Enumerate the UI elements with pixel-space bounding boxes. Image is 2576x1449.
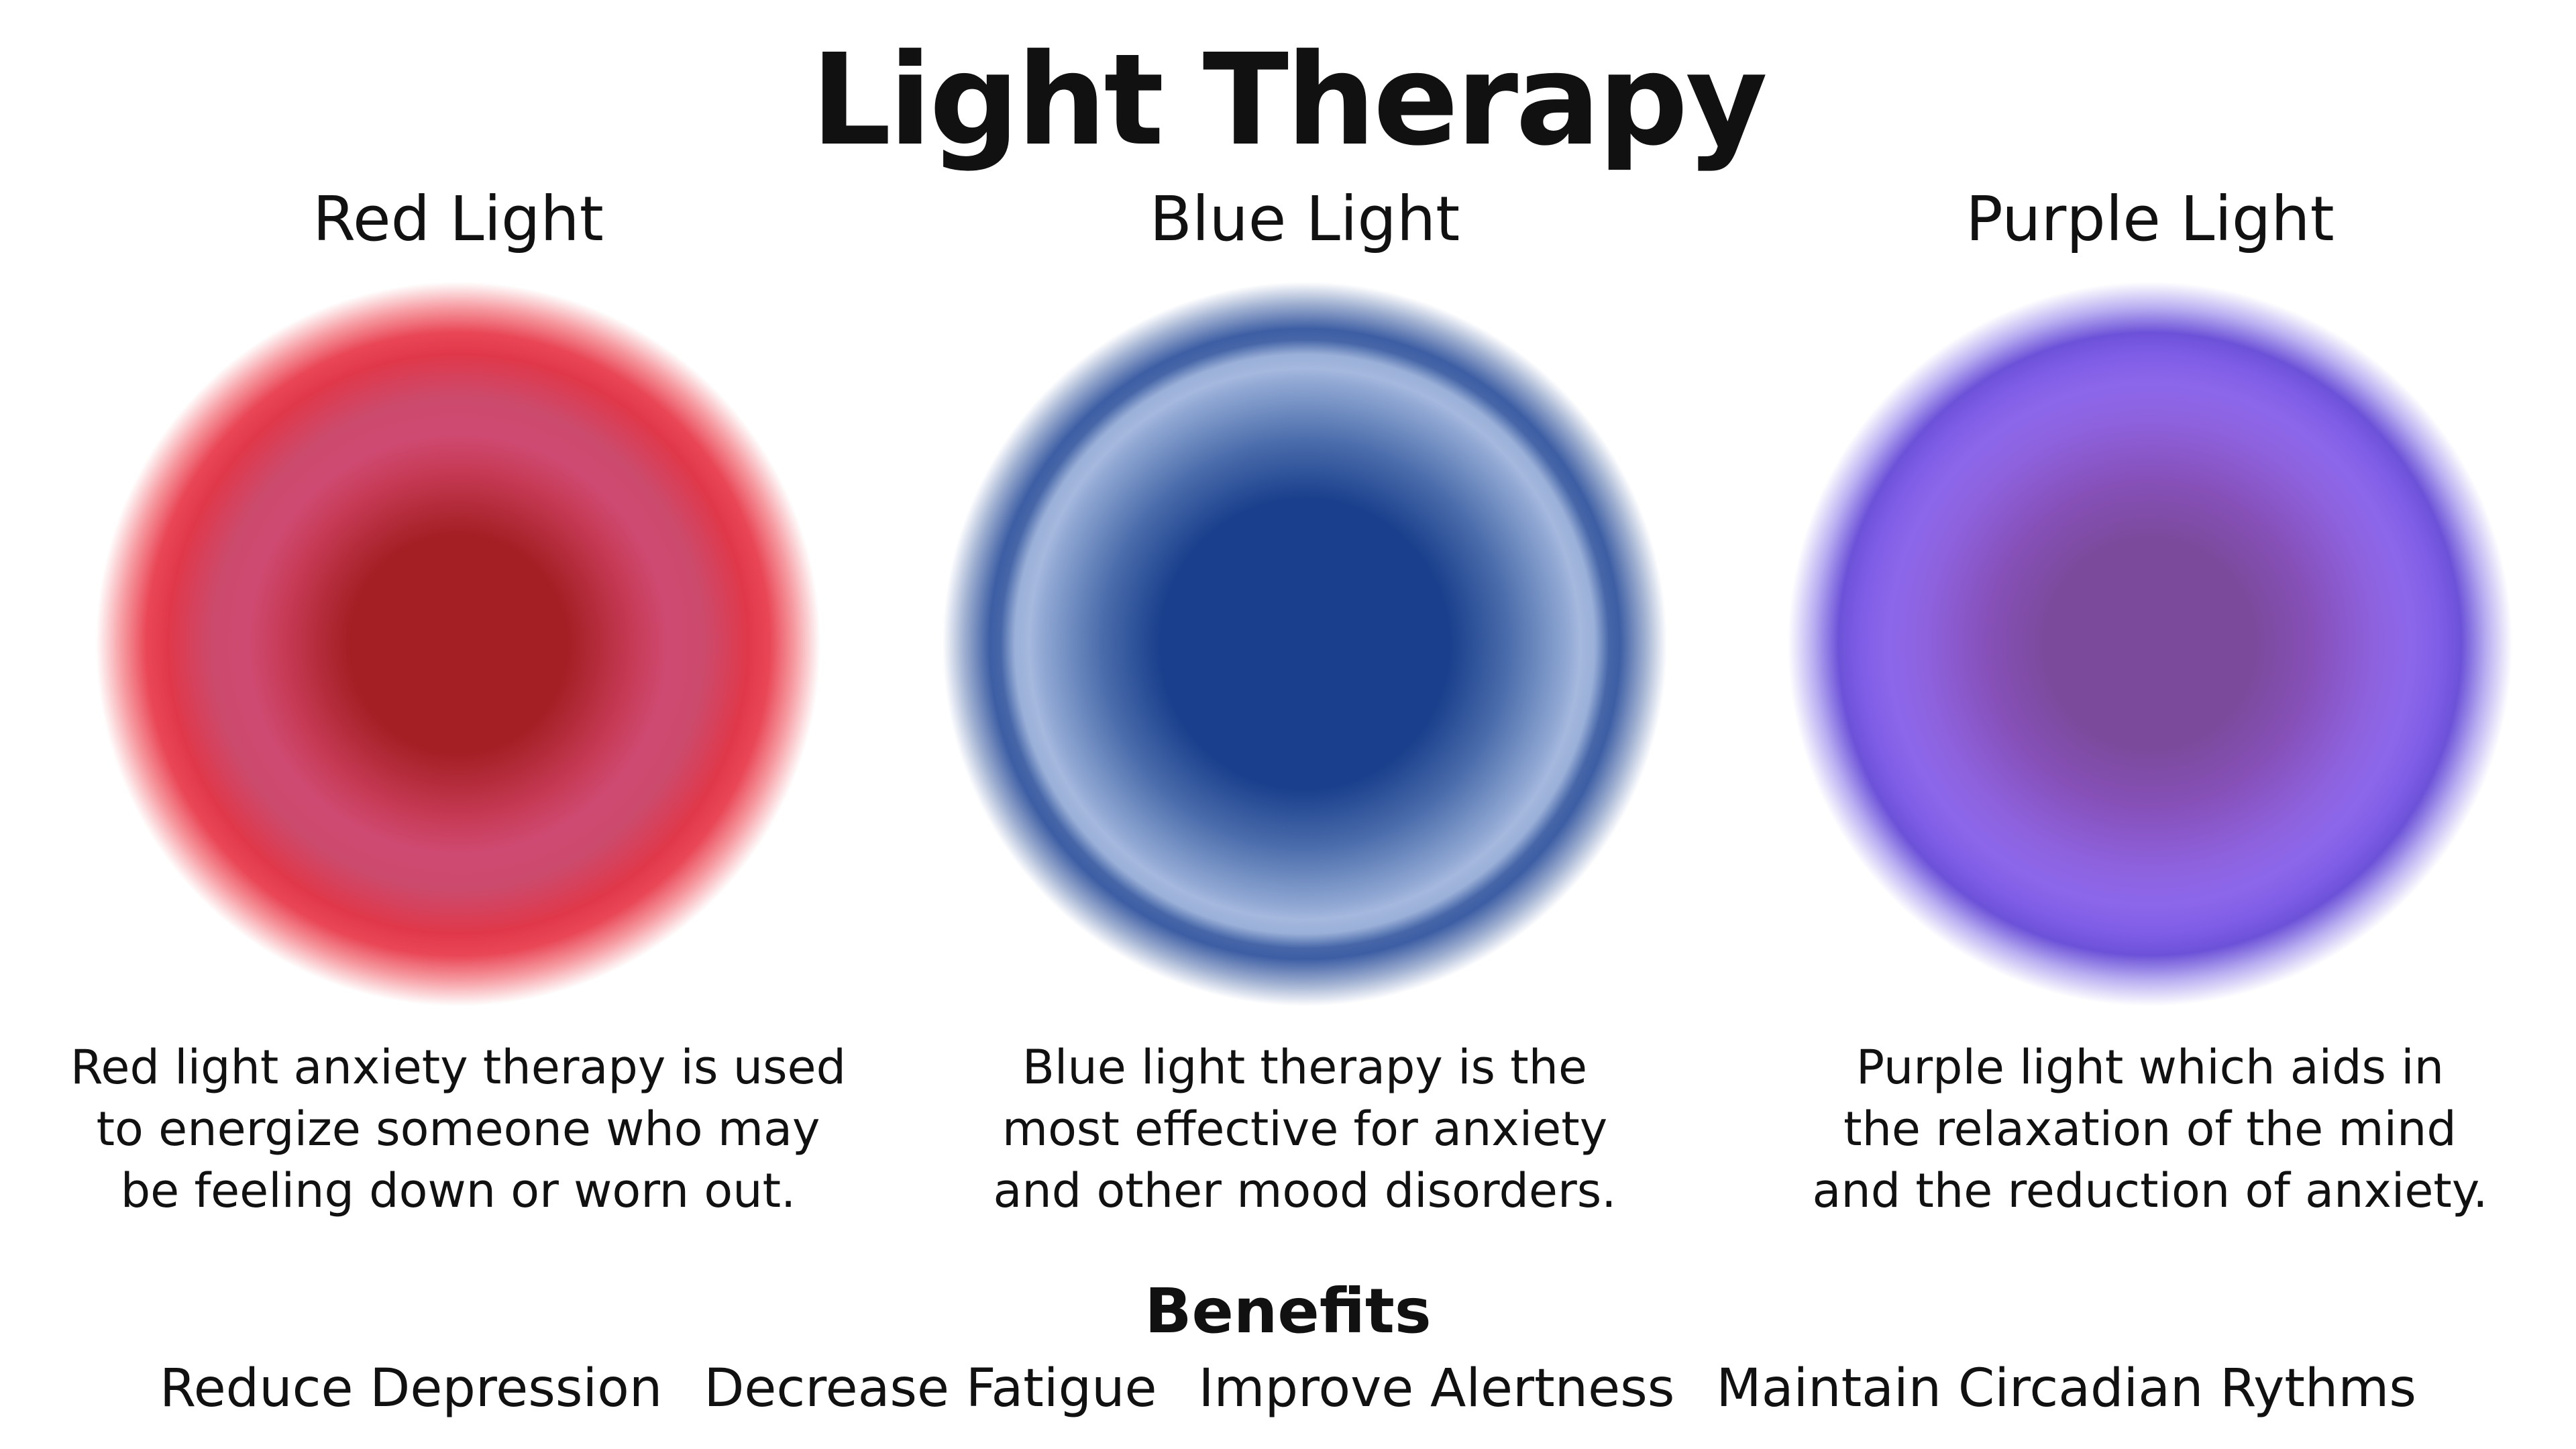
- description-line: the relaxation of the mind: [1843, 1102, 2457, 1157]
- red-light-description: Red light anxiety therapy is used to ene…: [56, 1036, 861, 1222]
- description-line: Red light anxiety therapy is used: [70, 1040, 847, 1095]
- description-line: Blue light therapy is the: [1022, 1040, 1588, 1095]
- page-title: Light Therapy: [810, 27, 1768, 174]
- description-line: Purple light which aids in: [1856, 1040, 2445, 1095]
- description-line: be feeling down or worn out.: [120, 1163, 796, 1218]
- benefit-item: Reduce Depression: [160, 1358, 663, 1419]
- purple-light-column: Purple Light Purple light which aids in …: [1748, 0, 2553, 1248]
- red-light-column: Red Light Red light anxiety therapy is u…: [56, 0, 861, 1248]
- blue-light-column: Blue Light Blue light therapy is the mos…: [902, 0, 1707, 1248]
- benefits-title: Benefits: [1144, 1275, 1432, 1347]
- description-line: to energize someone who may: [96, 1102, 820, 1157]
- purple-light-description: Purple light which aids in the relaxatio…: [1748, 1036, 2553, 1222]
- purple-light-heading: Purple Light: [1966, 183, 2334, 255]
- benefit-item: Improve Alertness: [1198, 1358, 1675, 1419]
- benefit-item: Decrease Fatigue: [704, 1358, 1157, 1419]
- red-light-orb: [96, 282, 820, 1006]
- blue-light-heading: Blue Light: [1149, 183, 1460, 255]
- purple-light-orb: [1788, 282, 2512, 1006]
- description-line: and the reduction of anxiety.: [1812, 1163, 2488, 1218]
- description-line: most effective for anxiety: [1002, 1102, 1608, 1157]
- description-line: and other mood disorders.: [993, 1163, 1617, 1218]
- benefits-list: Reduce Depression Decrease Fatigue Impro…: [0, 1355, 2576, 1422]
- blue-light-orb: [943, 282, 1667, 1006]
- benefit-item: Maintain Circadian Rythms: [1716, 1358, 2416, 1419]
- red-light-heading: Red Light: [313, 183, 604, 255]
- blue-light-description: Blue light therapy is the most effective…: [902, 1036, 1707, 1222]
